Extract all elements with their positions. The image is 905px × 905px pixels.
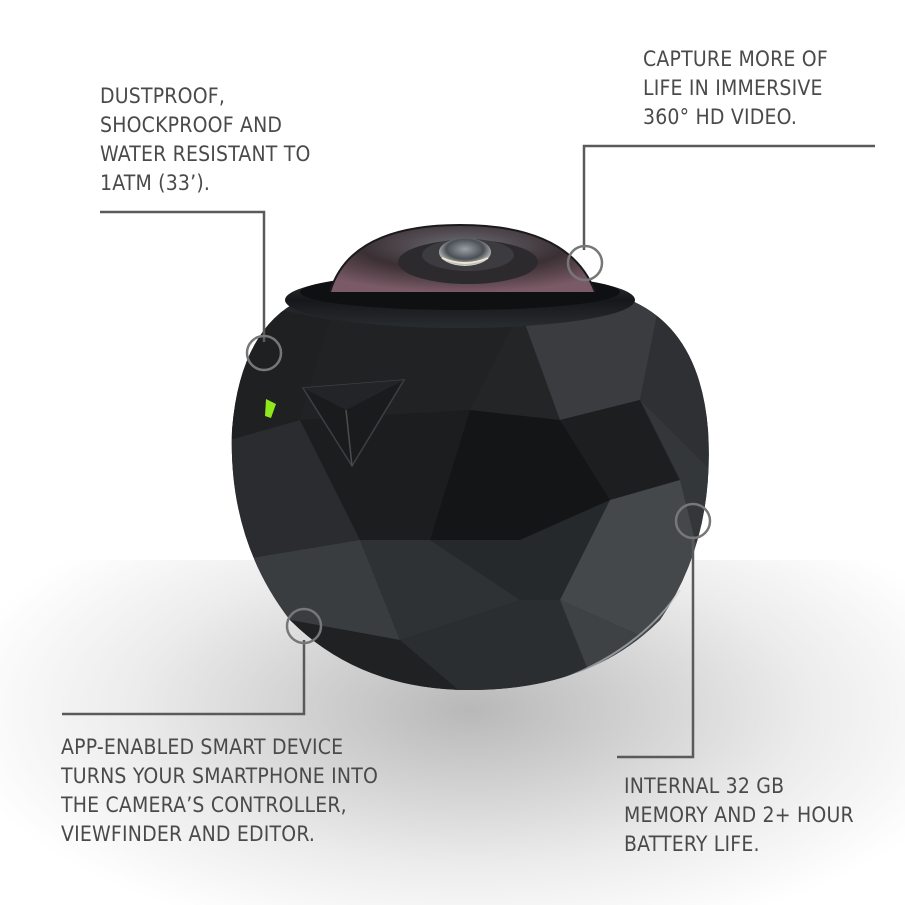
callout-line: DUSTPROOF, <box>100 84 226 108</box>
callout-line: THE CAMERA’S CONTROLLER, <box>61 793 347 817</box>
leader-line-top-right <box>582 144 875 250</box>
callout-line: BATTERY LIFE. <box>624 832 760 856</box>
callout-line: INTERNAL 32 GB <box>624 774 785 798</box>
callout-line: MEMORY AND 2+ HOUR <box>624 803 854 827</box>
callout-line: 1ATM (33’). <box>100 171 211 195</box>
triangle-button-icon <box>301 379 406 468</box>
leader-line-bottom-right <box>617 536 695 759</box>
marker-ring-durability <box>245 334 283 372</box>
callout-app-control: APP-ENABLED SMART DEVICE TURNS YOUR SMAR… <box>61 733 378 849</box>
leader-lines <box>62 144 875 759</box>
callout-line: WATER RESISTANT TO <box>100 142 311 166</box>
callout-line: LIFE IN IMMERSIVE <box>643 76 823 100</box>
marker-ring-battery <box>674 502 712 540</box>
callout-memory-battery: INTERNAL 32 GB MEMORY AND 2+ HOUR BATTER… <box>624 772 854 859</box>
callout-line: 360° HD VIDEO. <box>643 105 798 129</box>
status-led-icon <box>265 399 276 418</box>
callout-line: SHOCKPROOF AND <box>100 113 283 137</box>
leader-line-top-left <box>100 210 266 342</box>
callout-durability: DUSTPROOF, SHOCKPROOF AND WATER RESISTAN… <box>100 82 311 198</box>
leader-line-bottom-left <box>62 640 306 716</box>
callout-line: VIEWFINDER AND EDITOR. <box>61 822 316 846</box>
marker-rings <box>245 244 712 645</box>
marker-ring-app <box>285 607 323 645</box>
callout-360-video: CAPTURE MORE OF LIFE IN IMMERSIVE 360° H… <box>643 45 828 132</box>
lens-dome <box>329 223 596 293</box>
callout-line: CAPTURE MORE OF <box>643 47 828 71</box>
callout-line: APP-ENABLED SMART DEVICE <box>61 735 344 759</box>
callout-line: TURNS YOUR SMARTPHONE INTO <box>61 764 379 788</box>
lens-element <box>439 238 491 266</box>
marker-ring-lens <box>566 244 604 282</box>
